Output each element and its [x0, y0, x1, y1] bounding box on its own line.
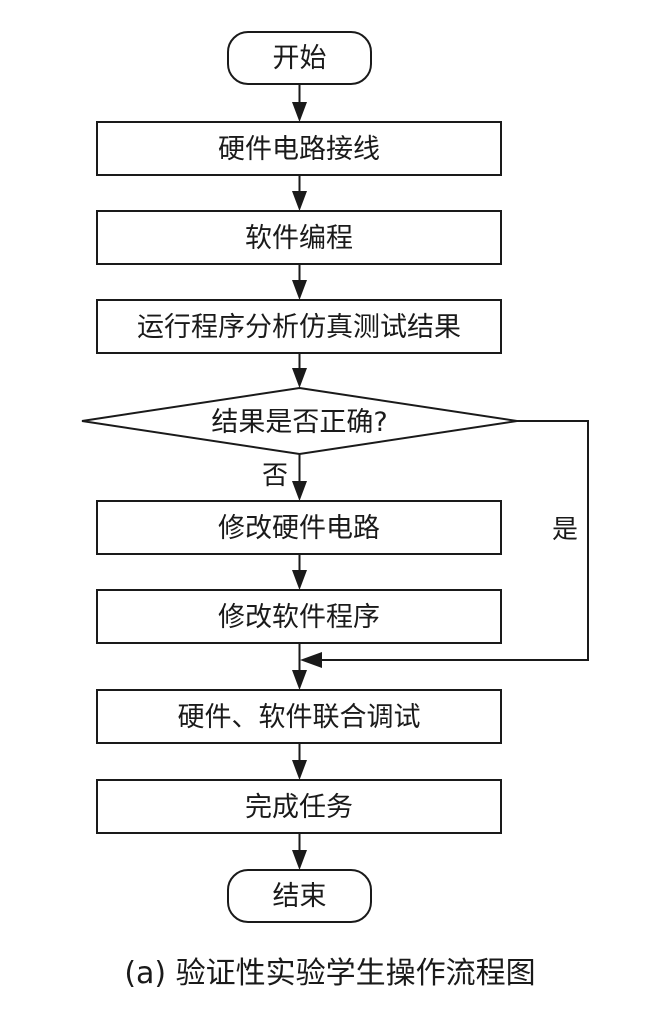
figure-caption: (a) 验证性实验学生操作流程图 — [124, 956, 535, 991]
process-joint-debugging-label: 硬件、软件联合调试 — [178, 702, 421, 733]
edge-programming-to-run-test — [292, 264, 307, 300]
edge-no-label: 否 — [262, 461, 288, 491]
edge-run-test-to-decision — [292, 353, 307, 388]
process-modify-hardware-circuit: 修改硬件电路 — [96, 500, 502, 555]
edge-start-to-wiring — [292, 84, 307, 122]
process-hardware-wiring: 硬件电路接线 — [96, 121, 502, 176]
decision-result-correct-label: 结果是否正确? — [211, 407, 387, 438]
edge-decision-yes: 是 — [300, 420, 589, 668]
edge-decision-no: 否 — [262, 454, 307, 501]
start-label: 开始 — [273, 43, 327, 74]
process-software-programming: 软件编程 — [96, 210, 502, 265]
process-modify-software-program-label: 修改软件程序 — [218, 602, 380, 633]
edge-wiring-to-programming — [292, 175, 307, 211]
start-node: 开始 — [227, 31, 372, 85]
process-modify-software-program: 修改软件程序 — [96, 589, 502, 644]
end-label: 结束 — [273, 881, 327, 912]
process-run-simulation-test-label: 运行程序分析仿真测试结果 — [137, 312, 461, 343]
process-software-programming-label: 软件编程 — [245, 223, 353, 254]
edge-complete-to-end — [292, 833, 307, 870]
edge-joint-debug-to-complete — [292, 743, 307, 780]
end-node: 结束 — [227, 869, 372, 923]
process-complete-task-label: 完成任务 — [245, 792, 353, 823]
process-joint-debugging: 硬件、软件联合调试 — [96, 689, 502, 744]
edge-yes-label: 是 — [552, 515, 578, 545]
process-hardware-wiring-label: 硬件电路接线 — [218, 134, 380, 165]
edge-fix-circuit-to-fix-program — [292, 554, 307, 590]
edge-fix-program-to-joint-debug — [292, 643, 307, 690]
decision-result-correct: 结果是否正确? — [81, 386, 518, 456]
process-modify-hardware-circuit-label: 修改硬件电路 — [218, 513, 380, 544]
process-run-simulation-test: 运行程序分析仿真测试结果 — [96, 299, 502, 354]
process-complete-task: 完成任务 — [96, 779, 502, 834]
